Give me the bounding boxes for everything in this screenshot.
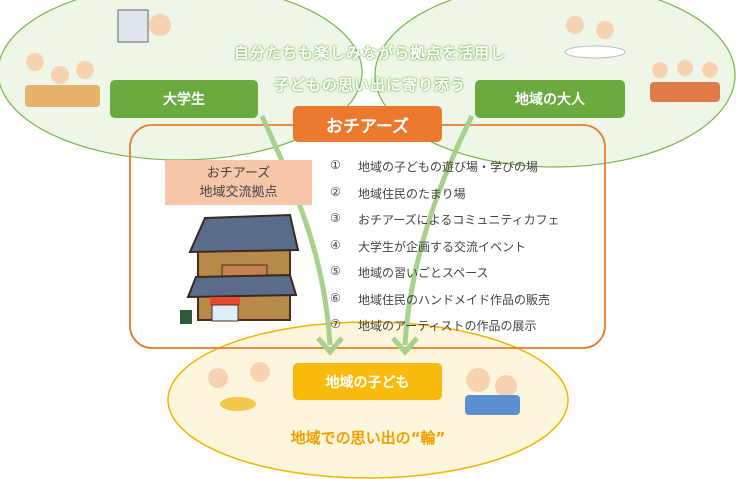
list-item: ⑥ 地域住民のハンドメイド作品の販売 [330, 291, 560, 318]
list-item: ⑤ 地域の習いごとスペース [330, 264, 560, 291]
item-text: 地域の子どもの遊び場・学びの場 [358, 160, 539, 174]
ring-caption: 地域での思い出の“輪” [290, 429, 446, 447]
arrow-adults-to-children [402, 114, 475, 346]
students-label: 大学生 [110, 80, 258, 118]
list-item: ① 地域の子どもの遊び場・学びの場 [330, 158, 560, 185]
item-number: ③ [330, 211, 341, 225]
children-label: 地域の子ども [293, 363, 442, 400]
house-illustration [180, 213, 300, 324]
slogan-line-1: 自分たちも楽しみながら拠点を活用し [233, 44, 506, 62]
adults-illustration [564, 16, 720, 102]
item-text: 地域住民のたまり場 [358, 186, 466, 201]
activity-list: ① 地域の子どもの遊び場・学びの場 ② 地域住民のたまり場 ③ おチアーズによるコミュ… [330, 158, 560, 344]
arrow-head-icon [316, 336, 344, 356]
list-item: ④ 大学生が企画する交流イベント [330, 238, 560, 265]
base-label-line-1: おチアーズ [206, 165, 271, 181]
children-illustration [208, 362, 520, 415]
item-number: ⑥ [330, 290, 341, 305]
item-text: 地域住民のハンドメイド作品の販売 [358, 292, 551, 307]
item-text: 大学生が企画する交流イベント [358, 239, 527, 254]
adults-label: 地域の大人 [475, 80, 625, 118]
base-label: おチアーズ 地域交流拠点 [165, 160, 312, 205]
list-item: ⑦ 地域のアーティストの作品の展示 [330, 317, 560, 344]
item-number: ④ [330, 237, 341, 252]
item-number: ⑦ [330, 317, 341, 331]
students-illustration [25, 9, 171, 107]
arrow-students-to-children [259, 114, 333, 346]
item-number: ⑤ [330, 264, 341, 278]
item-text: 地域の習いごとスペース [358, 266, 489, 280]
children-circle [167, 321, 569, 479]
ochiaazu-title: おチアーズ [293, 106, 442, 142]
base-label-line-2: 地域交流拠点 [199, 184, 278, 200]
list-item: ③ おチアーズによるコミュニティカフェ [330, 211, 560, 238]
list-item: ② 地域住民のたまり場 [330, 185, 560, 212]
arrow-head-icon [391, 336, 419, 356]
item-number: ① [330, 158, 341, 172]
slogan-line-2: 子どもの思い出に寄り添う [273, 76, 466, 94]
item-text: 地域のアーティストの作品の展示 [358, 319, 537, 333]
item-number: ② [330, 184, 341, 199]
item-text: おチアーズによるコミュニティカフェ [358, 213, 560, 227]
